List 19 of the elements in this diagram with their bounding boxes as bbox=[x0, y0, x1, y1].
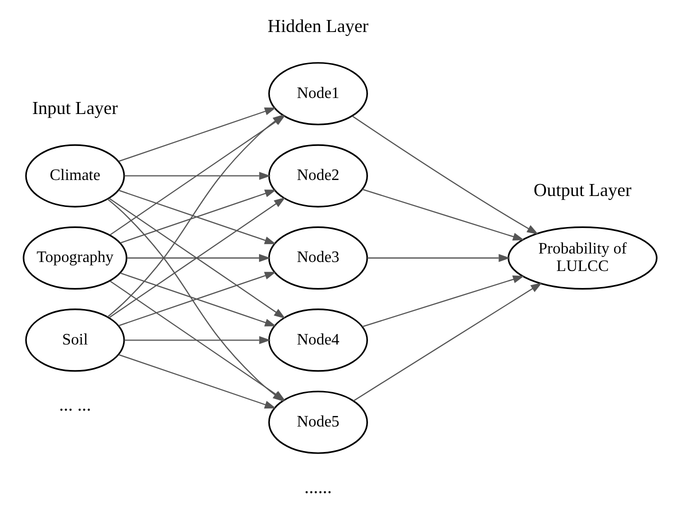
arrow bbox=[118, 108, 276, 162]
label: ... ... bbox=[58, 394, 91, 415]
node-ellipse: Topography bbox=[22, 226, 127, 290]
arrow bbox=[352, 282, 542, 402]
node-ellipse: Climate bbox=[24, 144, 124, 208]
arrow bbox=[362, 275, 524, 328]
arrow bbox=[126, 254, 270, 262]
label: Hidden Layer bbox=[267, 16, 368, 36]
label: Input Layer bbox=[32, 98, 118, 118]
arrow bbox=[366, 254, 510, 262]
label: ...... bbox=[304, 476, 332, 497]
arrow bbox=[362, 188, 524, 241]
arrow bbox=[124, 172, 270, 180]
node-ellipse: Soil bbox=[24, 308, 124, 372]
arrow bbox=[118, 354, 276, 408]
node-ellipse: Node3 bbox=[268, 226, 368, 290]
label: Output Layer bbox=[533, 180, 631, 200]
arrow bbox=[124, 336, 270, 344]
arrow bbox=[352, 116, 538, 234]
